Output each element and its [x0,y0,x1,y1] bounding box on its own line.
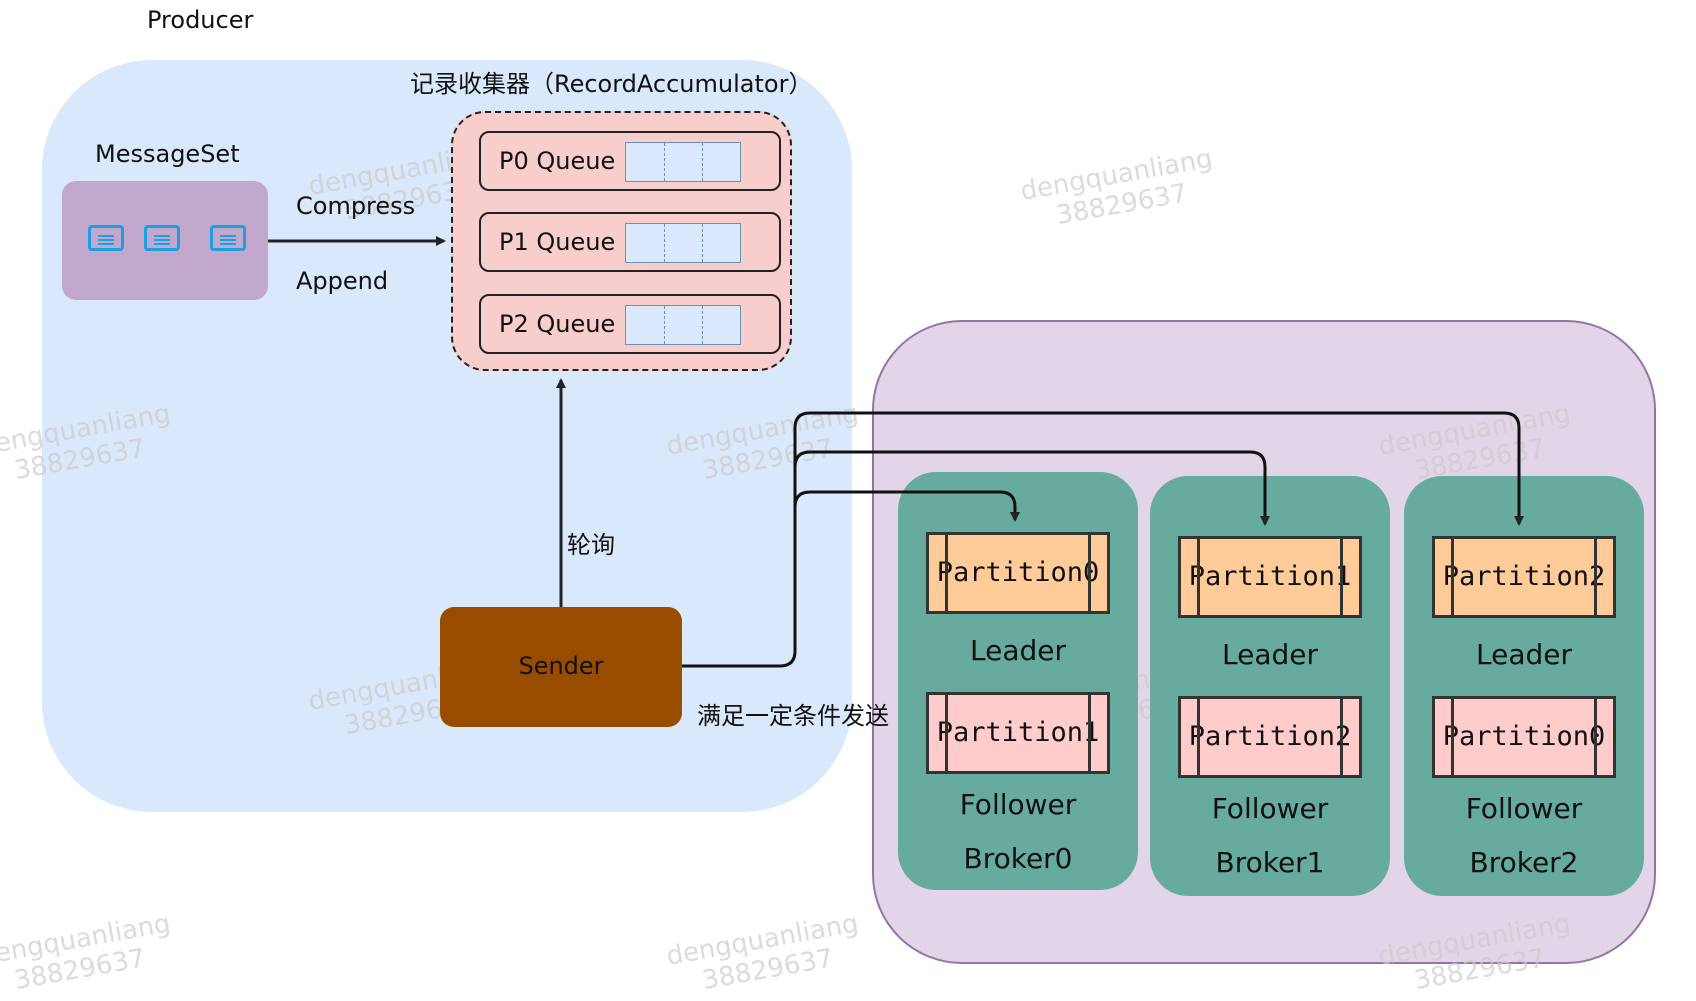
append-label: Append [296,267,389,295]
connector-layer [268,236,1524,668]
send-to-broker2-arrow [793,411,1524,526]
queue-p1: P1 Queue [479,212,781,272]
broker-0: Partition0 Leader Partition1 Follower Br… [898,472,1138,890]
queue-p2: P2 Queue [479,294,781,354]
leader-role-label: Leader [1221,638,1318,671]
follower-role-label: Follower [1211,792,1329,825]
follower-partition: Partition0 [1432,696,1616,778]
leader-role-label: Leader [969,634,1066,667]
send-to-broker0-arrow [682,490,1020,668]
compress-label: Compress [296,192,416,220]
sender-label: Sender [518,652,604,680]
messageset-box [62,181,268,300]
follower-partition: Partition2 [1178,696,1362,778]
leader-role-label: Leader [1475,638,1572,671]
sender-box: Sender [440,607,682,727]
queue-slots [625,223,741,263]
messageset-label: MessageSet [95,140,240,168]
record-accumulator: P0 Queue P1 Queue P2 Queue [451,111,792,371]
leader-partition: Partition0 [926,532,1110,614]
queue-p0: P0 Queue [479,131,781,191]
accumulator-title: 记录收集器（RecordAccumulator） [410,70,813,98]
broker-name: Broker1 [1215,846,1325,879]
broker-name: Broker2 [1469,846,1579,879]
send-condition-label: 满足一定条件发送 [697,702,889,730]
send-to-broker1-arrow [793,450,1270,526]
queue-slots [625,305,741,345]
broker-2: Partition2 Leader Partition0 Follower Br… [1404,476,1644,896]
leader-partition: Partition1 [1178,536,1362,618]
document-icon [210,225,246,251]
document-icon [144,225,180,251]
queue-label: P2 Queue [499,310,616,338]
producer-title: Producer [147,6,254,34]
broker-1: Partition1 Leader Partition2 Follower Br… [1150,476,1390,896]
poll-label: 轮询 [567,531,615,559]
queue-label: P1 Queue [499,228,616,256]
leader-partition: Partition2 [1432,536,1616,618]
follower-role-label: Follower [959,788,1077,821]
follower-role-label: Follower [1465,792,1583,825]
queue-slots [625,142,741,182]
follower-partition: Partition1 [926,692,1110,774]
document-icon [88,225,124,251]
broker-name: Broker0 [963,842,1073,875]
queue-label: P0 Queue [499,147,616,175]
